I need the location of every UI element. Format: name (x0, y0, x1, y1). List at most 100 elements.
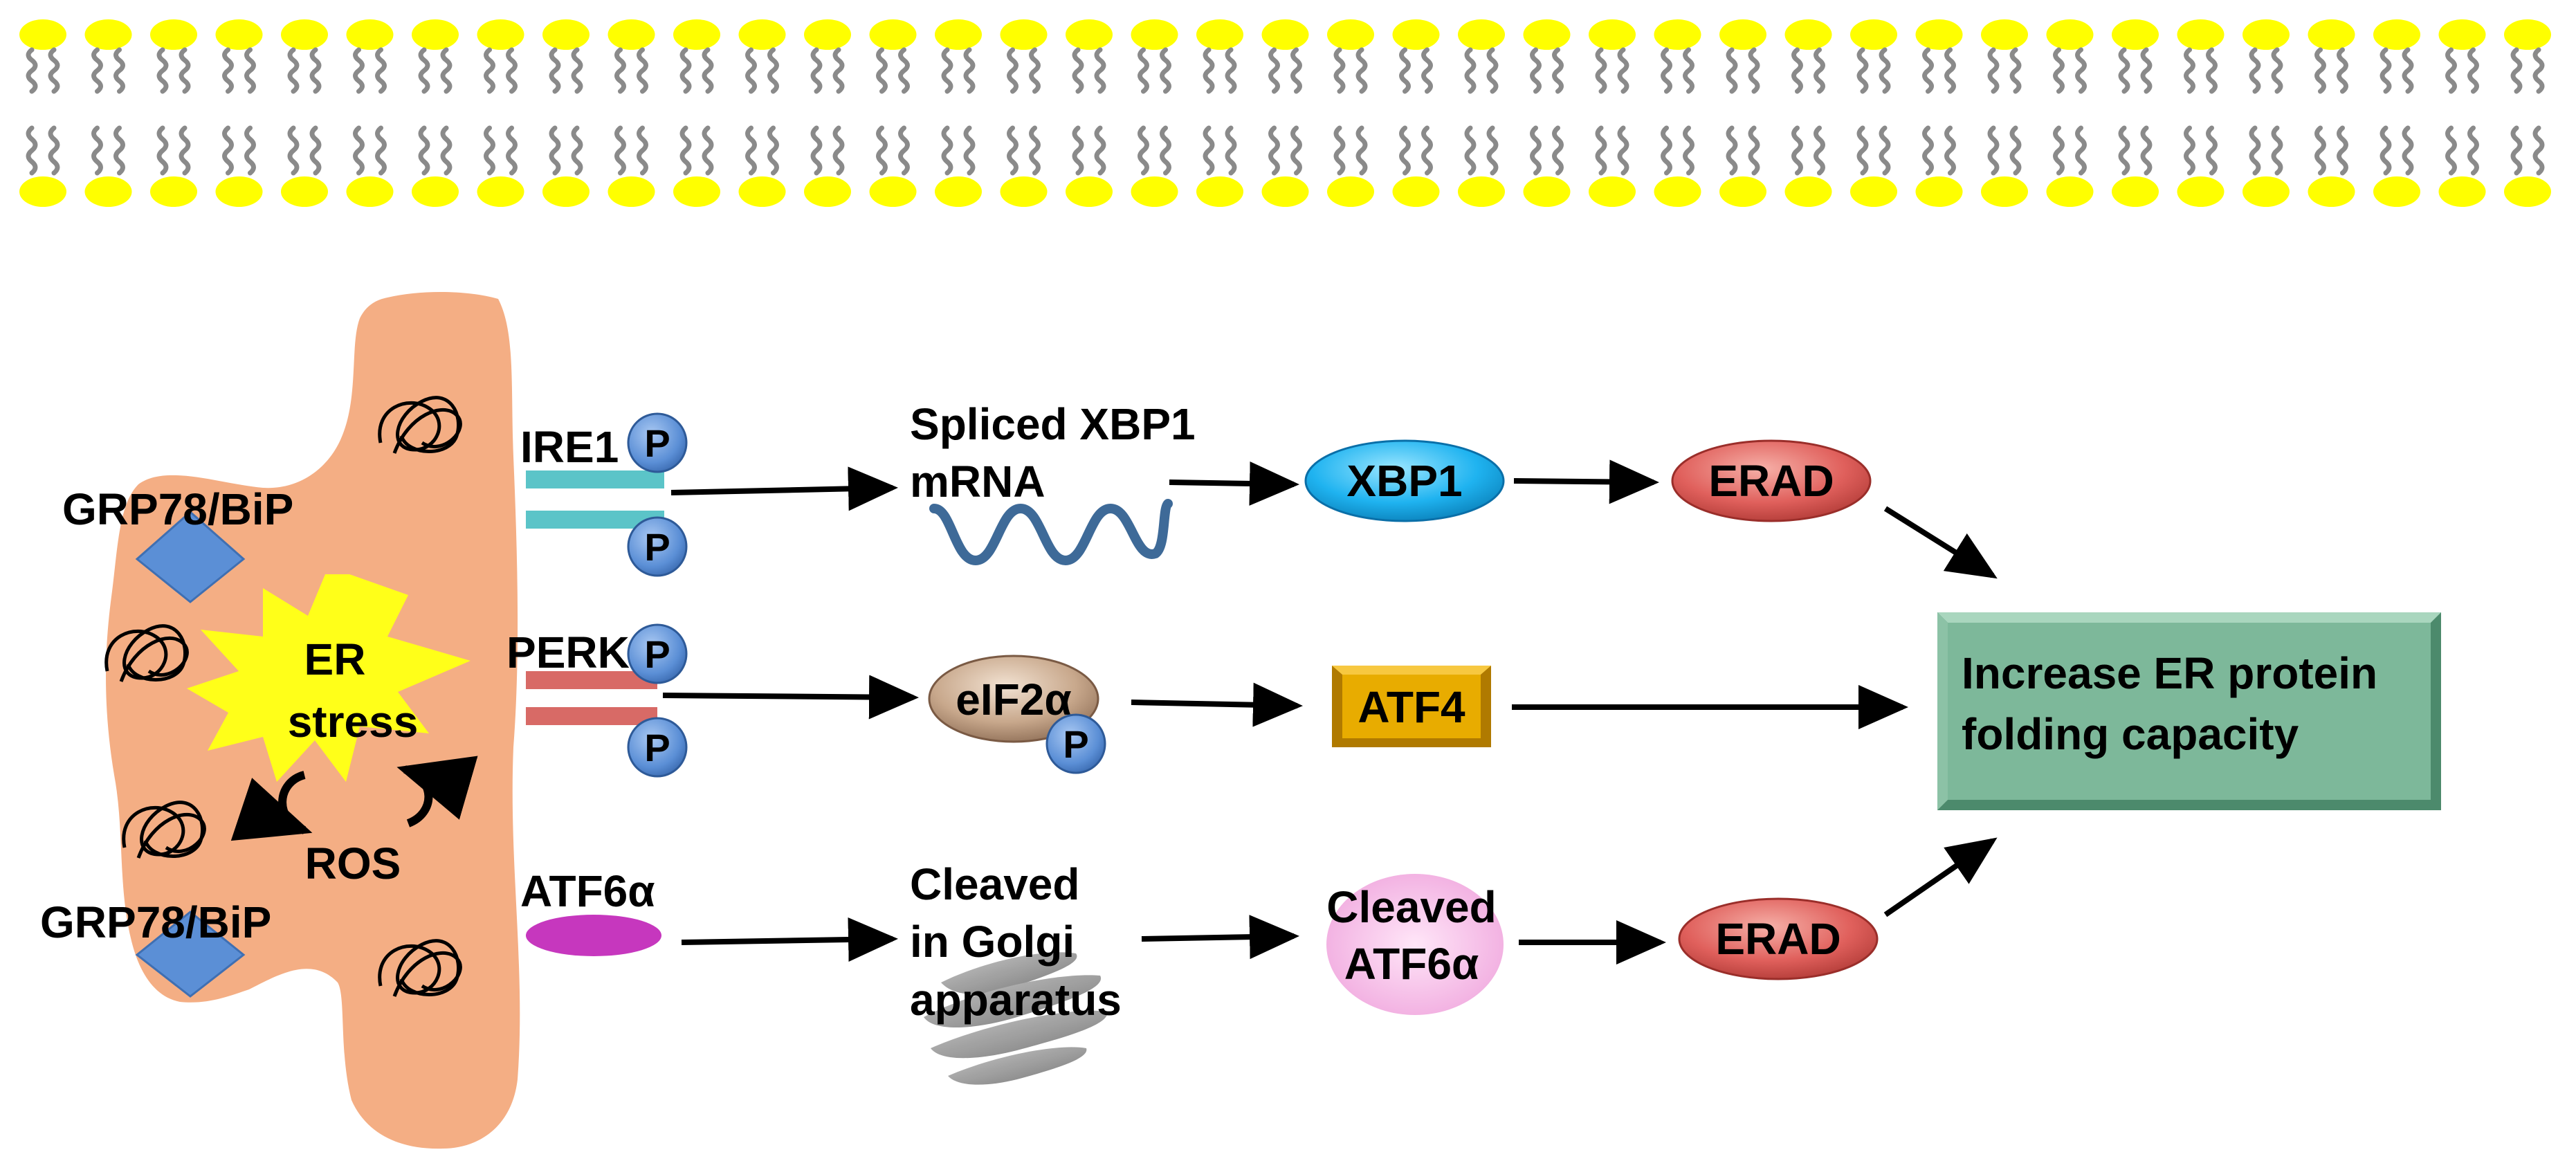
lipid-head (1915, 19, 1963, 50)
lipid-head (2504, 176, 2551, 207)
lipid-head (2177, 176, 2225, 207)
lipid-tail (637, 47, 648, 94)
lipid-tail (48, 47, 60, 94)
eif2a-oval (928, 655, 1099, 743)
lipid-head (19, 176, 66, 207)
lipid-head (281, 19, 328, 50)
lipid-head (1327, 19, 1374, 50)
lipid-tail (2184, 125, 2195, 176)
lipid-tail (2053, 47, 2065, 94)
lipid-head (346, 176, 394, 207)
lipid-tail (2206, 125, 2218, 176)
lipid-head (1654, 176, 1701, 207)
lipid-tail (1268, 47, 1280, 94)
lipid-tail (179, 47, 191, 94)
svg-text:P: P (644, 525, 670, 569)
lipid-tail (244, 47, 256, 94)
lipid-head (477, 19, 524, 50)
lipid-tail (1944, 125, 1956, 176)
lipid-head (738, 19, 786, 50)
lipid-head (84, 19, 132, 50)
ire1-bar-top (526, 470, 664, 488)
lipid-tail (2184, 47, 2195, 94)
erad-top-oval (1671, 439, 1872, 522)
lipid-tail (1922, 47, 1934, 94)
lipid-tail (549, 125, 561, 176)
lipid-tail (1748, 125, 1760, 176)
lipid-head (1196, 176, 1243, 207)
lipid-tail (898, 125, 910, 176)
lipid-tail (2271, 47, 2283, 94)
perk-phospho-bottom: P (627, 717, 688, 778)
lipid-tail (2379, 47, 2392, 94)
lipid-head (1850, 19, 1897, 50)
lipid-head (2046, 19, 2094, 50)
arrow-atf6a-to-golgi (681, 917, 898, 962)
lipid-tail (810, 47, 823, 94)
lipid-head (2373, 176, 2420, 207)
golgi-apparatus-shape (924, 952, 1108, 1085)
golgi-label-line2: in Golgi (910, 917, 1075, 967)
lipid-tail (1879, 125, 1891, 176)
arrow-xbp1-to-erad (1513, 459, 1659, 504)
lipid-tail (91, 125, 103, 176)
lipid-head (1261, 19, 1309, 50)
lipid-tail (1530, 125, 1542, 176)
unfolded-protein-1 (378, 396, 462, 454)
lipid-head (804, 176, 851, 207)
lipid-tail (506, 47, 518, 94)
lipid-tail (2009, 125, 2022, 176)
perk-label: PERK (506, 628, 630, 677)
er-stress-label-line1: ER (304, 634, 366, 684)
lipid-head (412, 19, 459, 50)
lipid-tail (440, 125, 453, 176)
ros-cycle-arrow-right (396, 756, 478, 828)
lipid-tail (941, 125, 953, 176)
outcome-box (1937, 612, 2441, 810)
lipid-tail (941, 47, 953, 94)
lipid-head (2242, 176, 2290, 207)
lipid-tail (484, 125, 495, 176)
lipid-tail (484, 47, 495, 94)
lipid-head (673, 19, 720, 50)
lipid-head (1000, 176, 1048, 207)
lipid-tail (2249, 47, 2261, 94)
lipid-tail (1856, 47, 1869, 94)
lipid-head (1719, 19, 1766, 50)
lipid-tail (2075, 125, 2087, 176)
lipid-tail (637, 125, 648, 176)
cleaved-atf6a-circle (1326, 874, 1504, 1015)
lipid-tail (1683, 47, 1695, 94)
lipid-tail (2075, 47, 2087, 94)
lipid-bilayer-membrane (19, 19, 2551, 207)
lipid-tail (506, 125, 518, 176)
lipid-tail (1617, 47, 1629, 94)
lipid-tail (963, 47, 976, 94)
lipid-tail (2314, 125, 2326, 176)
erad-bottom-label: ERAD (1715, 914, 1840, 964)
lipid-head (1196, 19, 1243, 50)
lipid-tail (1748, 47, 1760, 94)
lipid-tail (2118, 125, 2130, 176)
lipid-head (2438, 176, 2486, 207)
lipid-tail (1464, 125, 1477, 176)
lipid-tail (1791, 47, 1803, 94)
lipid-head (150, 19, 197, 50)
spliced-xbp1-label-line2: mRNA (910, 457, 1045, 506)
lipid-tail (1094, 125, 1106, 176)
lipid-tail (1987, 125, 2000, 176)
lipid-head (2308, 176, 2355, 207)
xbp1-oval (1304, 439, 1505, 522)
lipid-tail (375, 47, 387, 94)
cleaved-atf6a-label-line1: Cleaved (1326, 882, 1496, 932)
lipid-head (1000, 19, 1048, 50)
lipid-tail (1268, 125, 1280, 176)
svg-text:P: P (644, 726, 670, 769)
unfolded-protein-3 (122, 801, 206, 859)
arrow-spliced-to-xbp1 (1169, 461, 1299, 506)
lipid-tail (679, 47, 692, 94)
lipid-tail (2140, 47, 2153, 94)
lipid-tail (1617, 125, 1629, 176)
lipid-head (1981, 19, 2028, 50)
